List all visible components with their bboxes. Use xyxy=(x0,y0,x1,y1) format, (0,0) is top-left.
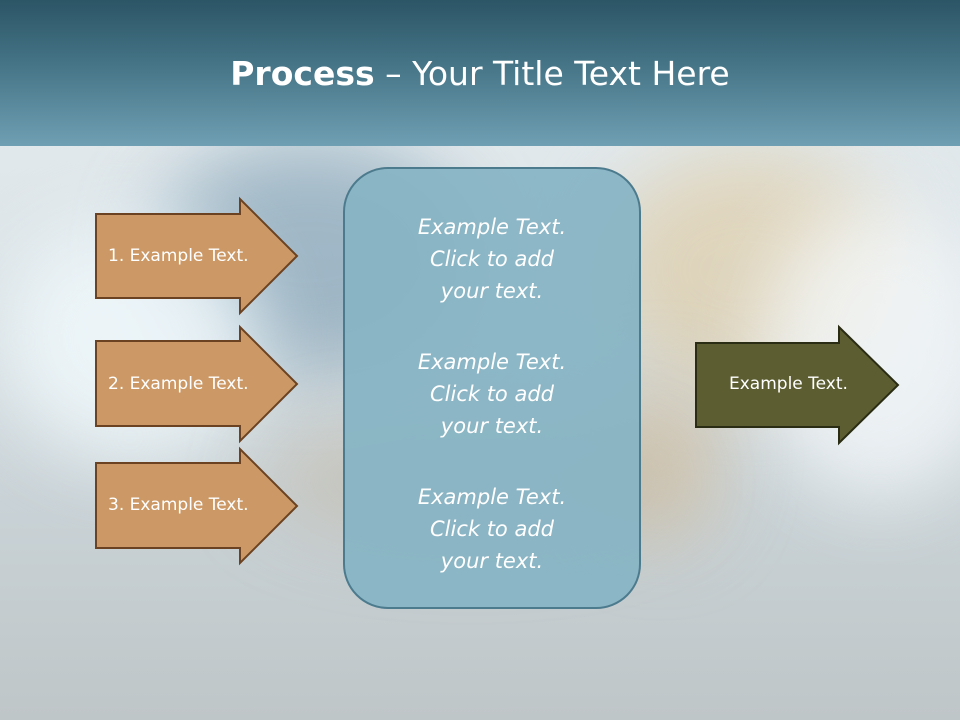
center-text-2[interactable]: Example Text. Click to add your text. xyxy=(417,350,567,438)
title-bold-text: Process xyxy=(230,54,375,93)
input-arrow-2[interactable] xyxy=(95,324,299,444)
center-text-1[interactable]: Example Text. Click to add your text. xyxy=(417,215,567,303)
input-arrow-1-label: 1. Example Text. xyxy=(108,246,249,266)
input-arrow-3-label: 3. Example Text. xyxy=(108,495,249,515)
output-arrow[interactable] xyxy=(695,324,900,446)
title-rest-text: – Your Title Text Here xyxy=(374,54,730,93)
slide-title[interactable]: Process – Your Title Text Here xyxy=(0,52,960,96)
center-box-text: Example Text. Click to add your text. Ex… xyxy=(350,211,634,616)
input-arrow-3[interactable] xyxy=(95,446,299,566)
title-banner: Process – Your Title Text Here xyxy=(0,0,960,146)
output-arrow-label: Example Text. xyxy=(729,374,848,394)
input-arrow-1[interactable] xyxy=(95,196,299,316)
input-arrow-2-label: 2. Example Text. xyxy=(108,374,249,394)
center-box[interactable] xyxy=(343,167,641,609)
center-text-3[interactable]: Example Text. Click to add your text. xyxy=(417,485,567,573)
